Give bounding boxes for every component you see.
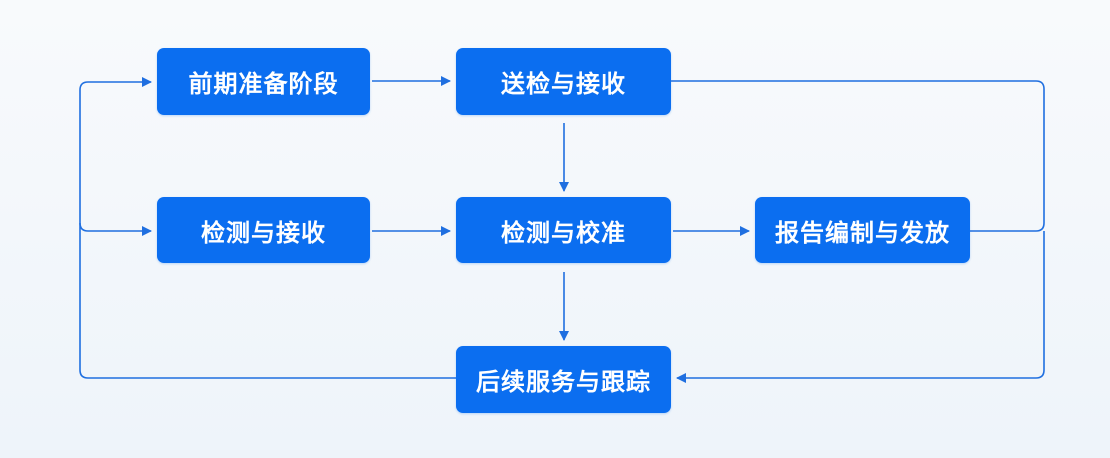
node-report-compilation-and-issue[interactable]: 报告编制与发放 (755, 197, 970, 263)
node-testing-and-calibration[interactable]: 检测与校准 (456, 197, 671, 263)
node-submission-and-receipt[interactable]: 送检与接收 (456, 48, 671, 115)
node-testing-and-receipt[interactable]: 检测与接收 (157, 197, 370, 263)
node-label: 检测与校准 (501, 218, 626, 247)
node-label: 检测与接收 (201, 218, 326, 247)
node-label: 前期准备阶段 (188, 70, 339, 98)
edge-report-to-followup (676, 231, 1045, 383)
edge-followup-to-prep (79, 77, 456, 379)
node-label: 送检与接收 (501, 70, 626, 98)
node-preparation-stage[interactable]: 前期准备阶段 (157, 48, 370, 115)
node-label: 后续服务与跟踪 (476, 368, 651, 396)
edge-submit-to-report (671, 80, 1045, 232)
node-followup-service-and-tracking[interactable]: 后续服务与跟踪 (456, 346, 671, 413)
node-label: 报告编制与发放 (775, 218, 950, 247)
edge-followup-to-testing (79, 222, 152, 236)
